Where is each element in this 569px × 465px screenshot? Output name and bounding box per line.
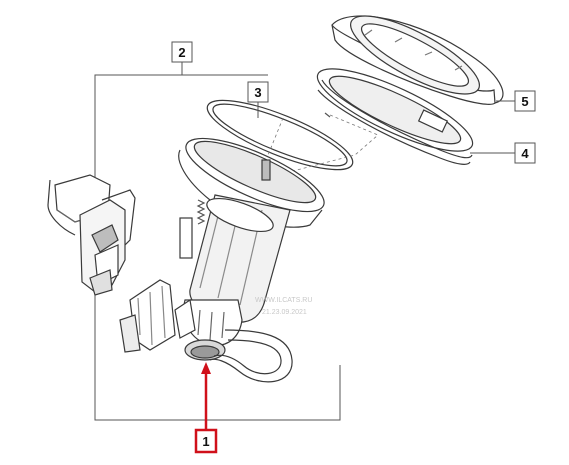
level-sensor-assembly [47, 174, 136, 296]
part-3-o-ring [206, 99, 354, 171]
part-4-flange-ring [316, 68, 474, 165]
pump-body-cylinder [179, 194, 291, 323]
assembly-guide-lines [257, 114, 379, 181]
callout-label-1: 1 [202, 434, 209, 449]
callout-leaders [257, 100, 515, 154]
pump-holder-bracket [119, 279, 196, 353]
callout-box-4: 4 [514, 142, 536, 164]
watermark-line-2: 21.23.09.2021 [262, 309, 307, 316]
pump-lower-filter [183, 299, 243, 361]
part-5-lock-ring [331, 15, 504, 105]
callout-label-2: 2 [178, 45, 185, 60]
callout-label-4: 4 [521, 146, 529, 161]
callout-label-5: 5 [521, 94, 528, 109]
callout-label-3: 3 [254, 85, 261, 100]
callout-box-2: 2 [171, 41, 193, 63]
callout-box-1: 1 [194, 428, 218, 454]
fuel-hose-loop [209, 329, 293, 383]
watermark-line-1: WWW.ILCATS.RU [255, 297, 312, 304]
callout-1-leader [201, 362, 211, 430]
assembly-bracket-frame [94, 62, 341, 421]
callout-box-3: 3 [247, 81, 269, 103]
callout-box-5: 5 [514, 90, 536, 112]
watermark: WWW.ILCATS.RU 21.23.09.2021 [255, 297, 312, 316]
